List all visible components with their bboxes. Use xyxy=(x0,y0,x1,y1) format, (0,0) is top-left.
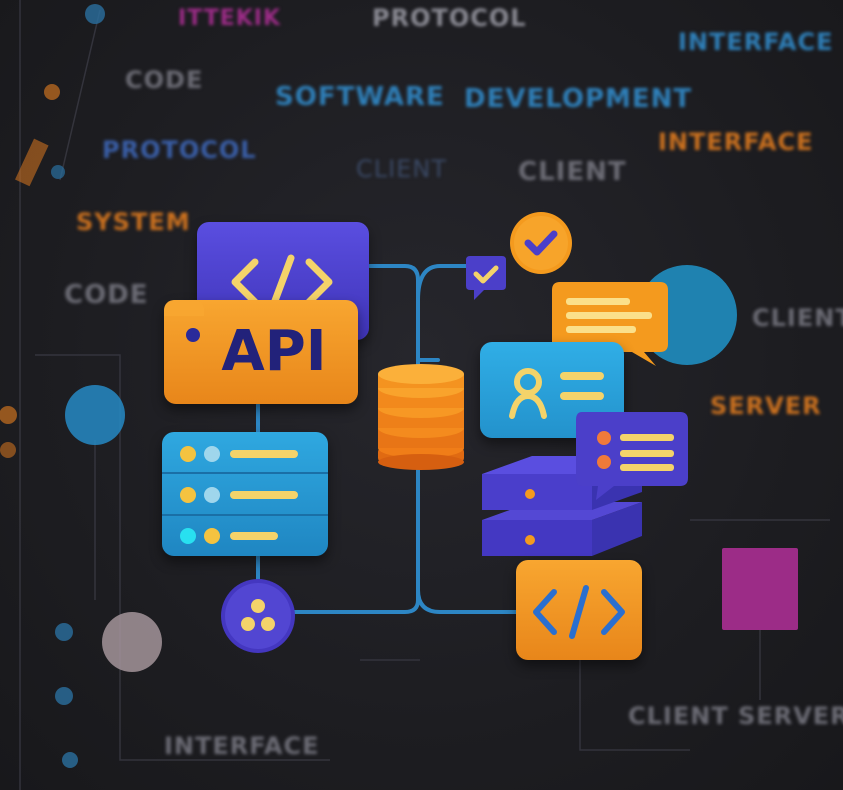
bg-word: PROTOCOL xyxy=(102,136,257,164)
bg-dot xyxy=(51,165,65,179)
bg-word: SOFTWARE xyxy=(275,82,445,112)
api-card: API xyxy=(164,300,358,404)
checkmark-icon xyxy=(510,212,572,274)
user-profile-card xyxy=(480,342,624,438)
bg-word: CLIENT xyxy=(356,155,447,183)
bg-dot xyxy=(85,4,105,24)
bg-dot xyxy=(55,623,73,641)
user-profile-icon xyxy=(509,368,604,419)
bg-word: DEVELOPMENT xyxy=(464,84,693,114)
bg-word: INTERFACE xyxy=(678,28,834,56)
bg-word: PROTOCOL xyxy=(372,4,527,32)
bg-dot xyxy=(55,687,73,705)
bg-dot xyxy=(44,84,60,100)
bg-bar xyxy=(15,138,49,187)
bg-word: CODE xyxy=(125,66,204,94)
bg-word: INTERFACE xyxy=(164,732,320,760)
bg-word: CLIENT SERVER xyxy=(628,702,843,730)
bg-word: CLIENT xyxy=(752,304,843,332)
bg-word: ITTEKIK xyxy=(178,6,282,31)
bg-dot xyxy=(0,406,17,424)
bg-square xyxy=(722,548,798,630)
api-card-dot xyxy=(186,328,200,342)
code-brackets-icon xyxy=(533,585,625,639)
check-badge-small xyxy=(466,256,506,300)
bg-circle xyxy=(102,612,162,672)
hub-icon xyxy=(221,579,295,653)
bg-dot xyxy=(62,752,78,768)
code-card-bottom xyxy=(516,560,642,660)
bg-dot xyxy=(0,442,16,458)
bg-word: SERVER xyxy=(710,392,822,420)
bg-word: INTERFACE xyxy=(658,128,814,156)
list-bubble-icon xyxy=(576,412,688,500)
list-rows-icon xyxy=(180,446,298,544)
bg-word: CLIENT xyxy=(518,157,627,187)
list-card xyxy=(162,432,328,556)
bg-circle xyxy=(65,385,125,445)
database-icon xyxy=(378,364,464,470)
bg-word: CODE xyxy=(64,280,149,310)
api-label: API xyxy=(221,319,327,384)
bg-word: SYSTEM xyxy=(76,208,191,236)
code-brackets-icon xyxy=(231,254,333,310)
